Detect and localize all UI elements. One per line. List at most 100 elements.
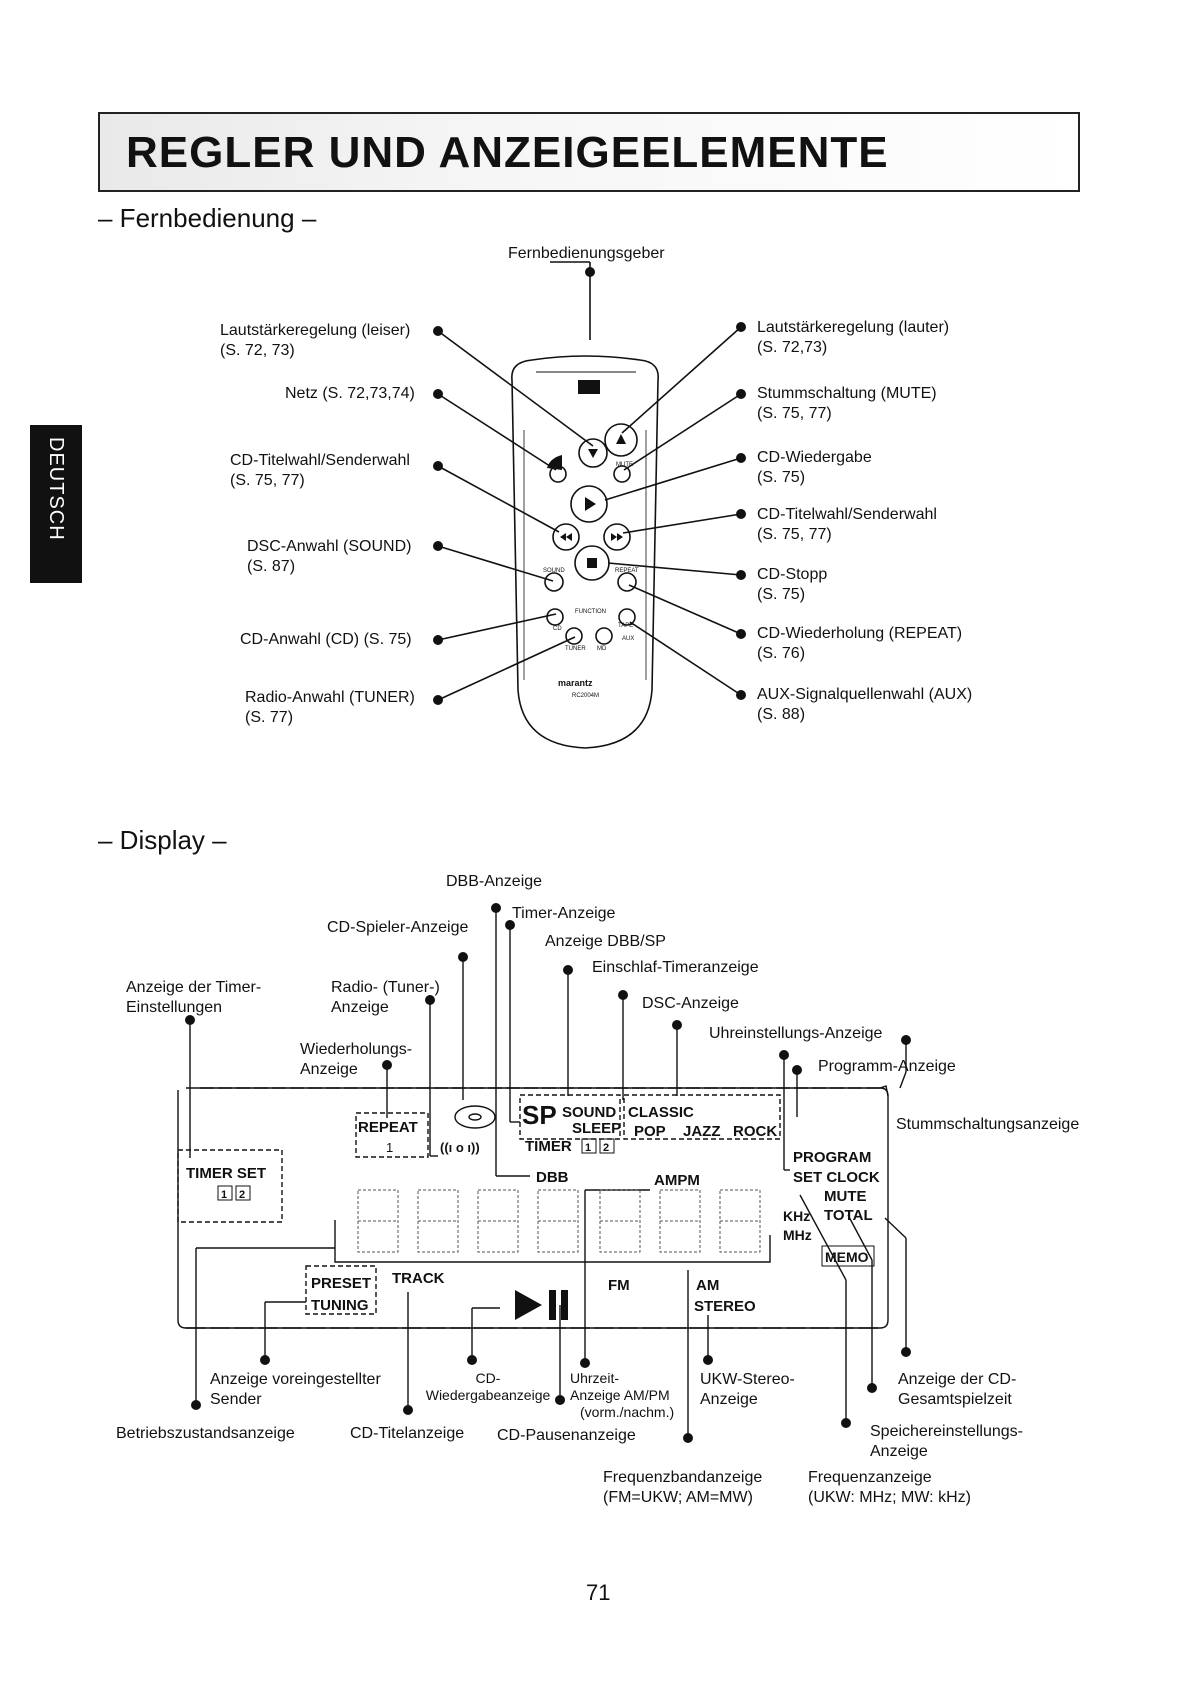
remote-label-line: (S. 75, 77) <box>230 472 305 489</box>
pause-bar-1 <box>549 1290 556 1320</box>
display-heading: – Display – <box>98 825 227 855</box>
remote-label-aux: AUX-Signalquellenwahl (AUX) (S. 88) <box>757 685 972 725</box>
timer-2: 2 <box>603 1142 609 1154</box>
remote-label-play: CD-Wiedergabe (S. 75) <box>757 448 872 488</box>
label-stereo: UKW-Stereo- Anzeige <box>700 1370 795 1410</box>
label-line: (vorm./nachm.) <box>580 1404 675 1420</box>
label-mute: Stummschaltungsanzeige <box>896 1116 1080 1133</box>
title-banner: REGLER UND ANZEIGEELEMENTE <box>98 112 1080 192</box>
remote-label-line: (S. 75) <box>757 469 806 486</box>
label-cd-player: CD-Spieler-Anzeige <box>327 919 469 936</box>
label-dbb: DBB-Anzeige <box>446 873 543 890</box>
display-figure: TIMER SET 1 2 REPEAT 1 ((ı o ı)) SP SOUN… <box>177 903 911 1443</box>
remote-label-tuner: Radio-Anwahl (TUNER) (S. 77) <box>245 688 415 728</box>
label-program: Programm-Anzeige <box>818 1058 956 1075</box>
seven-segment-digits <box>357 1189 761 1253</box>
preset-text: PRESET <box>311 1275 371 1292</box>
cd-button-shape <box>565 627 583 645</box>
remote-repeat-text: REPEAT <box>615 568 639 574</box>
label-line: (FM=UKW; AM=MW) <box>603 1489 753 1506</box>
label-memo: Speichereinstellungs- Anzeige <box>870 1422 1023 1462</box>
repeat-button-shape <box>617 572 637 592</box>
label-repeat: Wiederholungs- Anzeige <box>300 1040 412 1080</box>
radio-waves-text: ((ı o ı)) <box>440 1140 480 1155</box>
remote-tuner-text: TUNER <box>565 646 586 652</box>
label-line: Anzeige der Timer- <box>126 979 262 996</box>
remote-tape-text: TAPE <box>618 623 633 629</box>
remote-label-line: CD-Wiedergabe <box>757 449 872 466</box>
classic-text: CLASSIC <box>628 1104 694 1121</box>
remote-function-text: FUNCTION <box>575 609 606 615</box>
page-number: 71 <box>586 1580 611 1605</box>
label-line: Anzeige AM/PM <box>570 1387 670 1403</box>
volume-down-button-shape <box>578 438 608 468</box>
ir-emitter <box>578 380 600 394</box>
remote-label-line: Lautstärkeregelung (leiser) <box>220 322 411 339</box>
label-band: Frequenzbandanzeige (FM=UKW; AM=MW) <box>603 1468 762 1508</box>
remote-label-volume-up: Lautstärkeregelung (lauter) (S. 72,73) <box>757 318 949 358</box>
pause-bar-2 <box>561 1290 568 1320</box>
remote-top-dot <box>585 267 595 277</box>
track-text: TRACK <box>392 1270 445 1287</box>
pop-text: POP <box>634 1123 666 1140</box>
repeat-one-text: 1 <box>386 1140 393 1155</box>
remote-sound-text: SOUND <box>543 568 565 574</box>
remote-label-line: (S. 88) <box>757 706 806 723</box>
next-button-shape <box>603 523 631 551</box>
khz-text: KHz <box>783 1208 810 1224</box>
remote-label-line: AUX-Signalquellenwahl (AUX) <box>757 686 973 703</box>
timer-set-text: TIMER SET <box>186 1165 266 1182</box>
label-line: UKW-Stereo- <box>700 1371 795 1388</box>
label-radio: Radio- (Tuner-) Anzeige <box>331 978 440 1018</box>
remote-label-cd: CD-Anwahl (CD) (S. 75) <box>240 630 412 650</box>
remote-label-line: Lautstärkeregelung (lauter) <box>757 319 950 336</box>
label-timer-settings: Anzeige der Timer- Einstellungen <box>126 978 261 1018</box>
total-text: TOTAL <box>824 1207 873 1224</box>
label-line: Sender <box>210 1391 262 1408</box>
label-line: Einstellungen <box>126 999 223 1016</box>
label-dbb-sp: Anzeige DBB/SP <box>545 933 666 950</box>
label-dsc: DSC-Anzeige <box>642 995 739 1012</box>
remote-md-text: MD <box>597 646 607 652</box>
remote-label-line: CD-Stopp <box>757 566 828 583</box>
label-line: Frequenzbandanzeige <box>603 1469 763 1486</box>
remote-label-line: (S. 77) <box>245 709 294 726</box>
remote-emitter-label: Fernbedienungsgeber <box>508 245 665 262</box>
play-indicator-shape <box>515 1290 542 1320</box>
language-label: DEUTSCH <box>45 437 67 541</box>
tuning-text: TUNING <box>311 1297 369 1314</box>
label-line: Gesamtspielzeit <box>898 1391 1012 1408</box>
label-cd-play: CD- Wiedergabeanzeige <box>418 1370 558 1404</box>
timer-1: 1 <box>585 1142 591 1154</box>
remote-label-line: (S. 72, 73) <box>220 342 295 359</box>
label-cd-pause: CD-Pausenanzeige <box>497 1427 636 1444</box>
remote-brand-text: marantz <box>558 678 593 688</box>
remote-label-line: (S. 75) <box>757 586 806 603</box>
remote-mute-text: MUTE <box>616 462 633 468</box>
volume-up-button-shape <box>604 423 638 457</box>
remote-label-line: CD-Wiederholung (REPEAT) <box>757 625 963 642</box>
label-ampm: Uhrzeit- Anzeige AM/PM (vorm./nachm.) <box>570 1370 674 1421</box>
mute-button-shape <box>613 465 631 483</box>
sp-text: SP <box>522 1100 557 1130</box>
remote-control-figure: MUTE SOUND REPEAT FUNCTION CD TAPE AUX T… <box>433 261 746 749</box>
rock-text: ROCK <box>733 1123 777 1140</box>
label-line: Wiedergabeanzeige <box>425 1387 551 1403</box>
remote-label-skip-right: CD-Titelwahl/Senderwahl (S. 75, 77) <box>757 505 937 545</box>
jazz-text: JAZZ <box>683 1123 721 1140</box>
label-timer: Timer-Anzeige <box>512 905 616 922</box>
remote-label-volume-down: Lautstärkeregelung (leiser) (S. 72, 73) <box>220 321 410 361</box>
timer-set-2: 2 <box>239 1189 245 1201</box>
remote-label-line: CD-Titelwahl/Senderwahl <box>757 506 937 523</box>
remote-label-line: (S. 72,73) <box>757 339 828 356</box>
prev-button-shape <box>552 523 580 551</box>
label-preset: Anzeige voreingestellter Sender <box>210 1370 381 1410</box>
label-cd-track: CD-Titelanzeige <box>350 1425 465 1442</box>
label-status: Betriebszustandsanzeige <box>116 1425 295 1442</box>
label-line: Speichereinstellungs- <box>870 1423 1023 1440</box>
remote-label-line: (S. 75, 77) <box>757 526 832 543</box>
remote-label-line: Stummschaltung (MUTE) <box>757 385 937 402</box>
label-line: Anzeige der CD- <box>898 1371 1017 1388</box>
repeat-text: REPEAT <box>358 1119 418 1136</box>
remote-label-line: CD-Anwahl (CD) (S. 75) <box>240 631 412 648</box>
